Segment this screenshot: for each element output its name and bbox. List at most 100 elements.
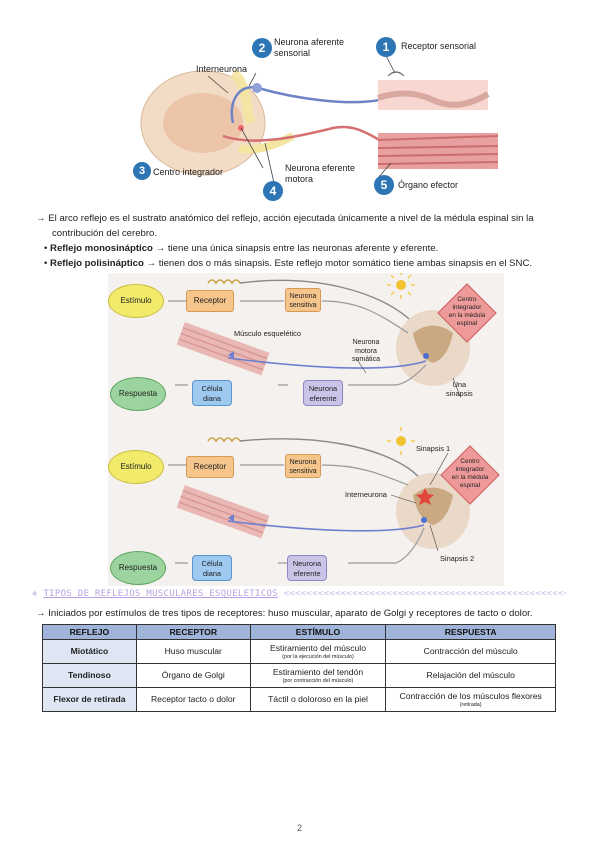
arrow-icon: →: [36, 608, 46, 619]
cell-reflejo: Flexor de retirada: [42, 687, 137, 712]
badge-2: 2: [252, 38, 272, 58]
reflex-table: REFLEJO RECEPTOR ESTÍMULO RESPUESTA Miot…: [42, 624, 556, 712]
top-musculo-label: Músculo esquelético: [234, 329, 301, 338]
top-receptor-box: Receptor: [186, 290, 234, 312]
table-row: Flexor de retirada Receptor tacto o dolo…: [42, 687, 556, 712]
bottom-receptor-box: Receptor: [186, 456, 234, 478]
top-pointer-motora: [355, 357, 367, 374]
cell-respuesta: Relajación del músculo: [385, 663, 556, 688]
bullet-icon: •: [44, 243, 48, 254]
cell-respuesta: Contracción del músculo: [385, 639, 556, 664]
badge-4: 4: [263, 181, 283, 201]
cell-estimulo: Estiramiento del tendón(por contracción …: [249, 663, 387, 688]
efferent-neuron-path: [222, 125, 392, 148]
header-reflejo: REFLEJO: [42, 624, 137, 640]
cell-receptor: Huso muscular: [135, 639, 251, 664]
pointer-interneurona: [207, 75, 229, 94]
reflex-types-figure: [108, 273, 504, 586]
bottom-muscle-strip: [176, 485, 270, 539]
top-sensitiva-line2: sensitiva: [289, 302, 317, 309]
section-line-text: Iniciados por estímulos de tres tipos de…: [48, 608, 533, 619]
top-muscle-strip: [176, 322, 270, 376]
bullet1-bold: Reflejo monosináptico: [50, 243, 153, 254]
section-divider: <<<<<<<<<<<<<<<<<<<<<<<<<<<<<<<<<<<<<<<<…: [283, 589, 566, 599]
label-afferent-line1: Neurona aferente: [274, 37, 345, 47]
estimulo-main: Estiramiento del tendón: [272, 666, 364, 677]
top-motor-arrowhead: [228, 351, 234, 359]
bottom-flow-arrows: [168, 464, 409, 486]
badge-5: 5: [374, 175, 394, 195]
cell-reflejo: Tendinoso: [42, 663, 137, 688]
estimulo-note: (por la ejecución del músculo): [282, 653, 354, 660]
section-title: TIPOS DE REFLEJOS MUSCULARES ESQUELÉTICO…: [43, 589, 278, 599]
respuesta-note: (retirada): [459, 701, 482, 708]
ganglion-cell: [252, 83, 262, 93]
pointer-centro: [240, 127, 264, 169]
bottom-afferent-fiber: [239, 438, 426, 499]
label-interneurona: Interneurona: [196, 64, 248, 74]
bottom-eferente-l1: Neurona: [292, 559, 322, 568]
bottom-respuesta-box: Respuesta: [110, 551, 166, 585]
top-receptor-coil: [207, 279, 241, 285]
top-centro-l3: en la médula: [448, 312, 486, 319]
label-organo-efector: Órgano efector: [398, 180, 459, 190]
bottom-centro-l1: Centro: [460, 458, 480, 465]
bottom-neurona-sensitiva-box: Neurona sensitiva: [285, 454, 321, 478]
label-efferent-line1: Neurona eferente: [285, 163, 356, 173]
top-grey-matter: [413, 325, 453, 363]
top-celula-l2: diana: [202, 394, 222, 403]
reflex-arc-figure: [133, 28, 519, 200]
muscle-fibers: [377, 135, 499, 165]
bottom-centro-l3: en la médula: [451, 474, 489, 481]
table-row: Tendinoso Órgano de Golgi Estiramiento d…: [42, 663, 556, 688]
bottom-celula-l1: Célula: [201, 559, 223, 568]
badge-3: 3: [133, 162, 151, 180]
bottom-sinapsis1-label: Sinapsis 1: [416, 444, 451, 453]
respuesta-main: Contracción de los músculos flexores: [399, 690, 542, 701]
header-receptor: RECEPTOR: [135, 624, 251, 640]
header-respuesta: RESPUESTA: [385, 624, 556, 640]
pointer-efferent: [264, 142, 275, 184]
intro-line2: contribución del cerebro.: [52, 228, 158, 239]
cell-respuesta: Contracción de los músculos flexores(ret…: [385, 687, 556, 712]
bottom-synapse-star: [416, 488, 434, 505]
bullet-monosinaptico: • Reflejo monosináptico → tiene una únic…: [44, 242, 438, 256]
page-number: 2: [296, 823, 302, 833]
top-motor-fiber: [227, 357, 427, 369]
diamond-icon: ❖: [32, 589, 38, 599]
dorsal-root: [229, 68, 256, 125]
bottom-sensitiva-line2: sensitiva: [289, 468, 317, 475]
bottom-synapse-2: [421, 517, 427, 523]
estimulo-note: (por contracción del músculo): [282, 677, 354, 684]
top-eferente-l2: eferente: [309, 394, 337, 403]
cell-estimulo: Estiramiento del músculo(por la ejecució…: [249, 639, 387, 664]
bottom-sensitiva-line1: Neurona: [289, 459, 317, 466]
table-header-row: REFLEJO RECEPTOR ESTÍMULO RESPUESTA: [42, 624, 556, 640]
arrow-icon: →: [36, 213, 46, 224]
intro-line1-text: El arco reflejo es el sustrato anatómico…: [48, 213, 534, 224]
cell-estimulo: Táctil o doloroso en la piel: [249, 687, 387, 712]
top-respuesta-box: Respuesta: [110, 377, 166, 411]
top-flow-arrows-bottom: [175, 364, 427, 386]
top-centro-l2: integrador: [452, 304, 482, 311]
top-centro-l4: espinal: [456, 320, 478, 327]
label-centro-integrador: Centro integrador: [153, 167, 224, 177]
top-celula-l1: Célula: [201, 384, 223, 393]
cell-receptor: Receptor tacto o dolor: [135, 687, 251, 712]
bottom-pointer-interneurona: [390, 494, 417, 504]
top-estimulo-box: Estímulo: [108, 284, 164, 318]
top-synapse: [423, 353, 429, 359]
bottom-flow-arrows-bottom: [175, 527, 425, 564]
top-sun-icon: [387, 273, 415, 299]
bullet2-bold: Reflejo polisináptico: [50, 258, 144, 269]
section-header: ❖ TIPOS DE REFLEJOS MUSCULARES ESQUELÉTI…: [32, 589, 566, 599]
